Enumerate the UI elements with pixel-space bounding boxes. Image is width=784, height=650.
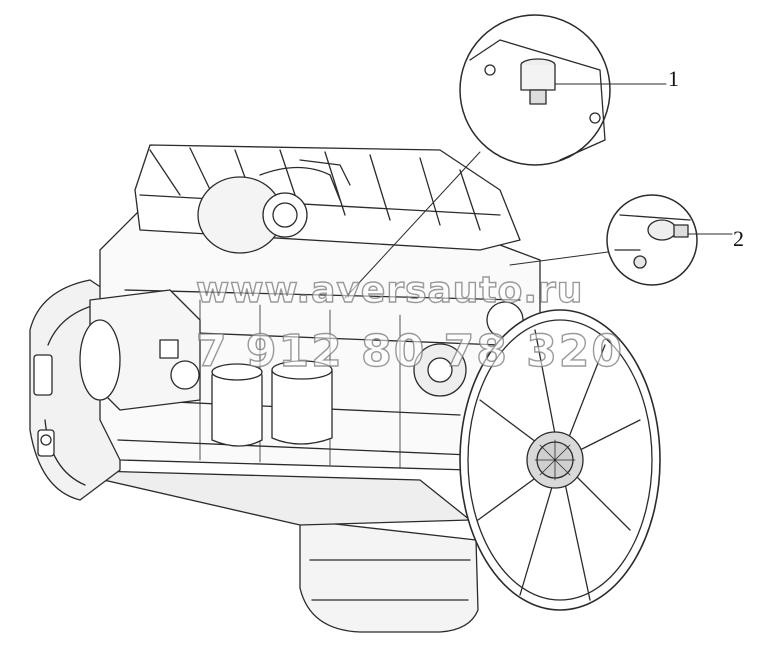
oil-filters [211,360,333,447]
callout-number-2: 2 [733,226,744,251]
front-pulleys [413,301,524,397]
callout-number-1: 1 [668,66,679,91]
detail-circle-2 [509,194,733,286]
oil-pan [59,469,479,633]
fuel-pump [79,289,201,411]
turbocharger [197,159,351,254]
cooling-fan [459,309,661,611]
detail-circle-1 [344,14,667,299]
